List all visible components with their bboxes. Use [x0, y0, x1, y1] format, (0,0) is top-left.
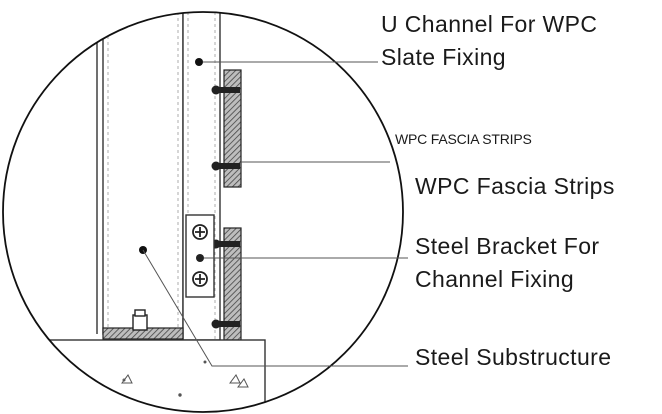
- u-channel-label-line1: U Channel For WPC: [381, 11, 598, 37]
- substructure-label: Steel Substructure: [415, 344, 612, 370]
- wpc-fascia-strip-upper: [223, 69, 242, 188]
- bracket-label-line2: Channel Fixing: [415, 266, 575, 292]
- u-channel-marker: [195, 58, 203, 66]
- steel-substructure-column: [102, 12, 184, 335]
- bracket-label-line1: Steel Bracket For: [415, 233, 600, 259]
- u-channel-label-line2: Slate Fixing: [381, 44, 506, 70]
- detail-circle: [2, 11, 404, 413]
- bracket-label: Steel Bracket For Channel Fixing: [415, 230, 599, 296]
- fascia-caps-label: WPC FASCIA STRIPS: [395, 131, 532, 147]
- fascia-label: WPC Fascia Strips: [415, 173, 615, 199]
- concrete-base: [3, 339, 266, 412]
- u-channel-label: U Channel For WPC Slate Fixing: [381, 8, 597, 74]
- leader-lines: [142, 61, 408, 367]
- bracket-bolts: [192, 224, 208, 287]
